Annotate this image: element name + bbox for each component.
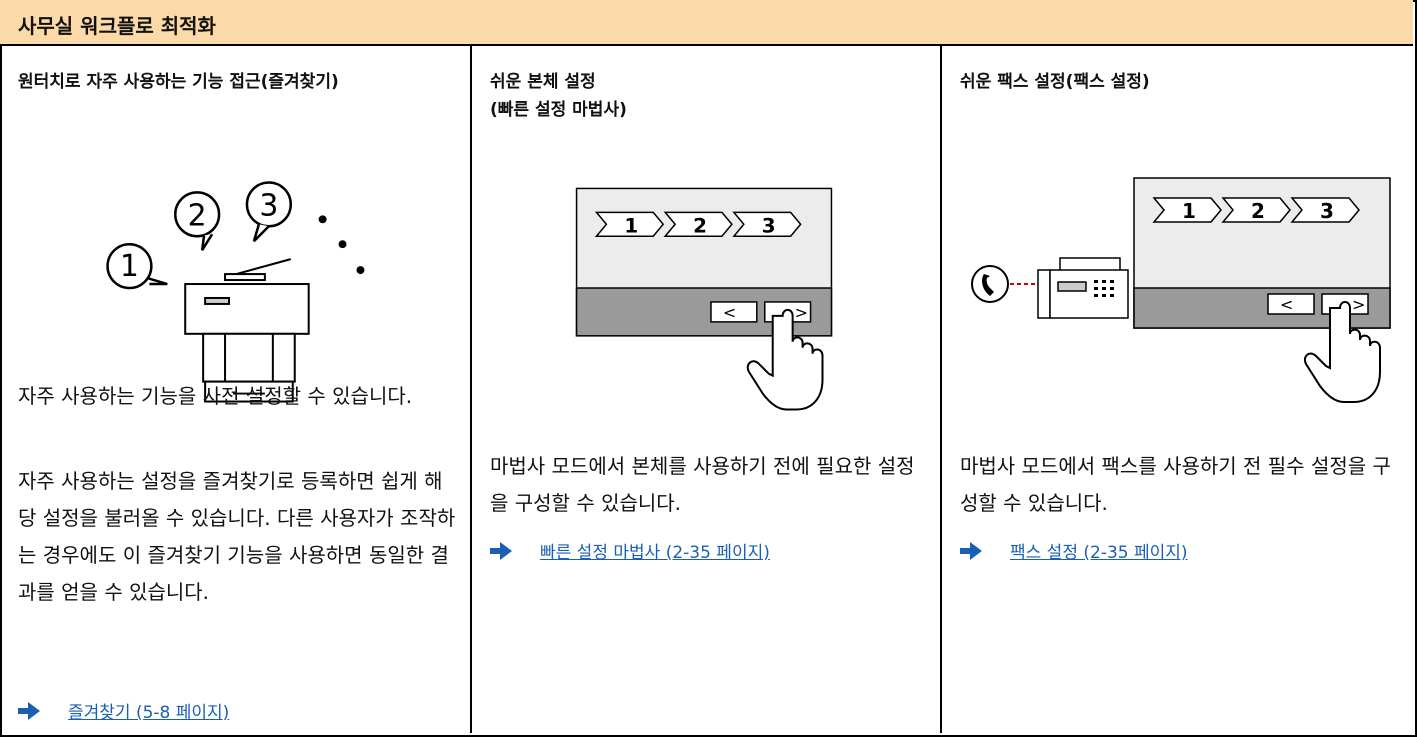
description-1: 마법사 모드에서 본체를 사용하기 전에 필요한 설정을 구성할 수 있습니다. — [490, 454, 915, 515]
bubble-3-icon: 3 — [245, 181, 293, 243]
pointing-hand-icon — [1304, 301, 1381, 403]
pointing-hand-icon — [746, 308, 824, 411]
prev-button-icon — [710, 301, 758, 323]
favorites-illustration: 1 2 3 — [106, 181, 365, 403]
column-quick-setup: 쉬운 본체 설정 (빠른 설정 마법사) 1 2 3 < > 마법사 모드에서 … — [472, 46, 942, 733]
section-title: 사무실 워크플로 최적화 — [18, 14, 216, 38]
wizard-screen-illustration: 1 2 3 < > — [575, 187, 833, 411]
link-fax-setup[interactable]: 팩스 설정 (2-35 페이지) — [1010, 543, 1188, 563]
printer-icon — [184, 258, 310, 403]
description-2: 자주 사용하는 설정을 즐겨찾기로 등록하면 쉽게 해당 설정을 불러올 수 있… — [18, 469, 456, 604]
arrow-right-icon — [18, 701, 40, 720]
description-1: 자주 사용하는 기능을 사전 설정할 수 있습니다. — [18, 384, 413, 408]
prev-button-icon — [1267, 293, 1315, 315]
description-1: 마법사 모드에서 팩스를 사용하기 전 필수 설정을 구성할 수 있습니다. — [960, 454, 1391, 515]
prev-glyph: < — [1280, 295, 1293, 314]
bubble-3-label: 3 — [259, 188, 278, 223]
step-2-label: 2 — [1251, 199, 1265, 223]
bubble-1-label: 1 — [120, 249, 139, 284]
column-title: 쉬운 본체 설정 (빠른 설정 마법사) — [490, 68, 926, 124]
next-glyph: > — [1352, 295, 1365, 314]
reference-link[interactable]: 팩스 설정 (2-35 페이지) — [960, 538, 1188, 563]
prev-glyph: < — [723, 303, 736, 322]
column-title-line2: (빠른 설정 마법사) — [490, 100, 627, 120]
section-banner: 사무실 워크플로 최적화 — [0, 0, 1413, 46]
link-favorites[interactable]: 즐겨찾기 (5-8 페이지) — [68, 703, 230, 723]
column-fax-setup: 쉬운 팩스 설정(팩스 설정) 1 2 3 < > — [942, 46, 1413, 733]
bubble-2-icon: 2 — [174, 191, 221, 251]
step-chevrons-icon — [1152, 197, 1360, 223]
fax-wizard-illustration: 1 2 3 < > — [971, 177, 1391, 403]
step-2-label: 2 — [693, 214, 707, 237]
ellipsis-dots-icon — [318, 215, 365, 275]
bubble-1-icon: 1 — [106, 242, 168, 290]
reference-link[interactable]: 즐겨찾기 (5-8 페이지) — [18, 698, 229, 723]
step-chevrons-icon — [594, 211, 802, 237]
step-3-label: 3 — [762, 214, 776, 237]
column-title: 원터치로 자주 사용하는 기능 접근(즐겨찾기) — [18, 72, 339, 92]
column-favorites: 원터치로 자주 사용하는 기능 접근(즐겨찾기) 1 2 3 — [0, 46, 472, 733]
column-title-line1: 쉬운 본체 설정 — [490, 72, 596, 92]
column-title: 쉬운 팩스 설정(팩스 설정) — [960, 72, 1150, 92]
link-quick-setup[interactable]: 빠른 설정 마법사 (2-35 페이지) — [540, 543, 770, 563]
reference-link[interactable]: 빠른 설정 마법사 (2-35 페이지) — [490, 538, 770, 563]
arrow-right-icon — [960, 541, 982, 560]
arrow-right-icon — [490, 541, 512, 560]
step-1-label: 1 — [624, 214, 638, 237]
bubble-2-label: 2 — [188, 198, 207, 233]
phone-icon — [971, 265, 1009, 303]
step-3-label: 3 — [1320, 199, 1334, 223]
step-1-label: 1 — [1182, 199, 1196, 223]
next-glyph: > — [795, 303, 808, 322]
fax-machine-icon — [1037, 257, 1129, 319]
